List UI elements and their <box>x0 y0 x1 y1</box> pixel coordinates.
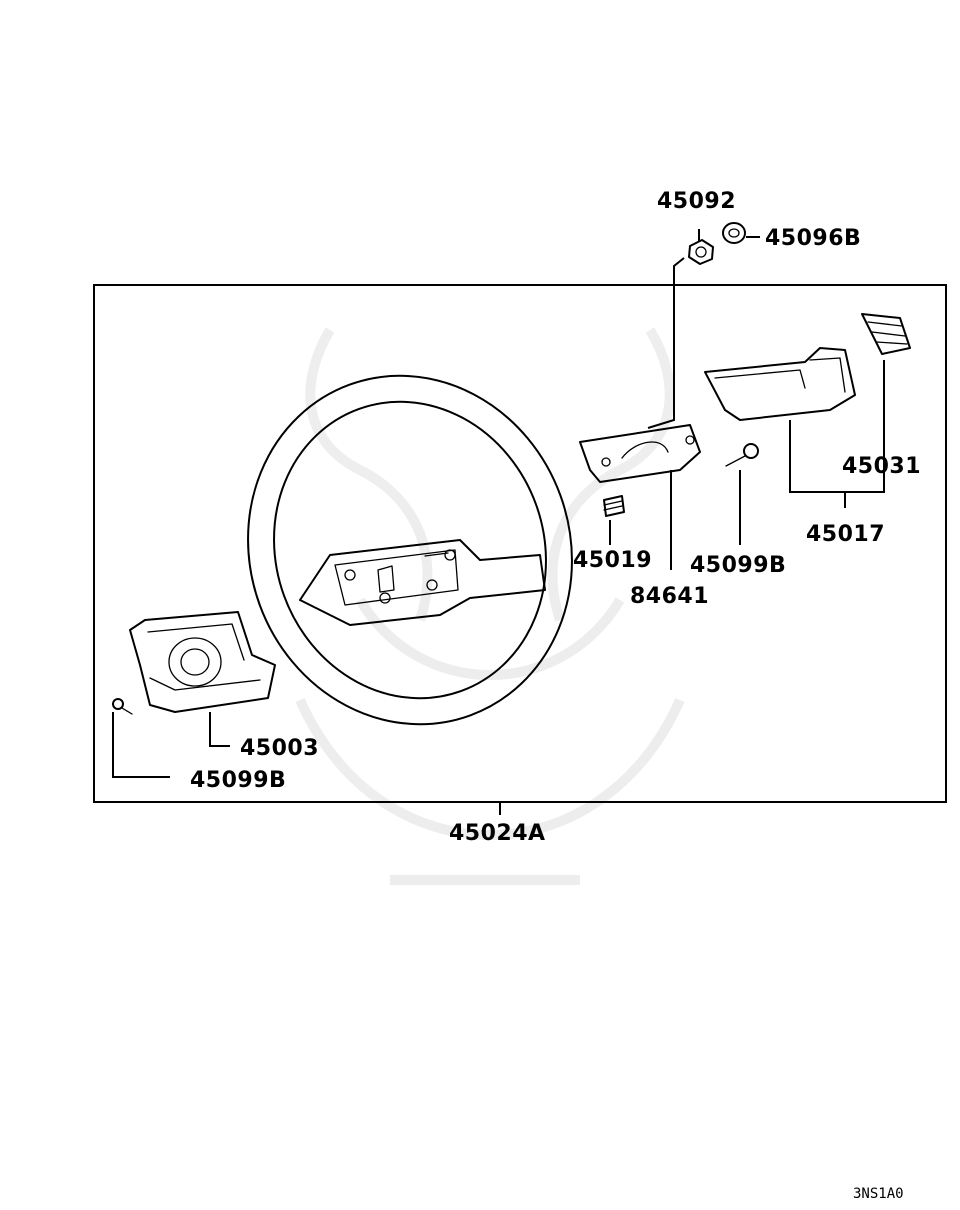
part-label-45099b-left: 45099B <box>190 768 286 793</box>
screw-right <box>725 443 759 467</box>
diagram-code: 3NS1A0 <box>853 1186 904 1202</box>
steering-wheel <box>247 374 573 726</box>
leader-lines <box>112 229 885 815</box>
part-label-45019: 45019 <box>573 548 652 573</box>
screw-left <box>112 698 133 715</box>
part-label-84641: 84641 <box>630 584 709 609</box>
part-label-45003: 45003 <box>240 736 319 761</box>
horn-pad <box>129 611 276 713</box>
part-label-45024a: 45024A <box>449 821 546 846</box>
assembly-frame <box>93 284 947 803</box>
washer <box>722 222 746 244</box>
part-label-45092: 45092 <box>657 189 736 214</box>
part-label-45096b: 45096B <box>765 226 861 251</box>
nut <box>688 239 714 265</box>
part-label-45031: 45031 <box>842 454 921 479</box>
watermark-logo <box>295 327 685 885</box>
part-label-45099b-right: 45099B <box>690 553 786 578</box>
spring <box>603 495 625 517</box>
pad-cover <box>704 347 856 421</box>
emblem <box>861 313 911 355</box>
contact-plate <box>579 424 701 483</box>
part-label-45017: 45017 <box>806 522 885 547</box>
